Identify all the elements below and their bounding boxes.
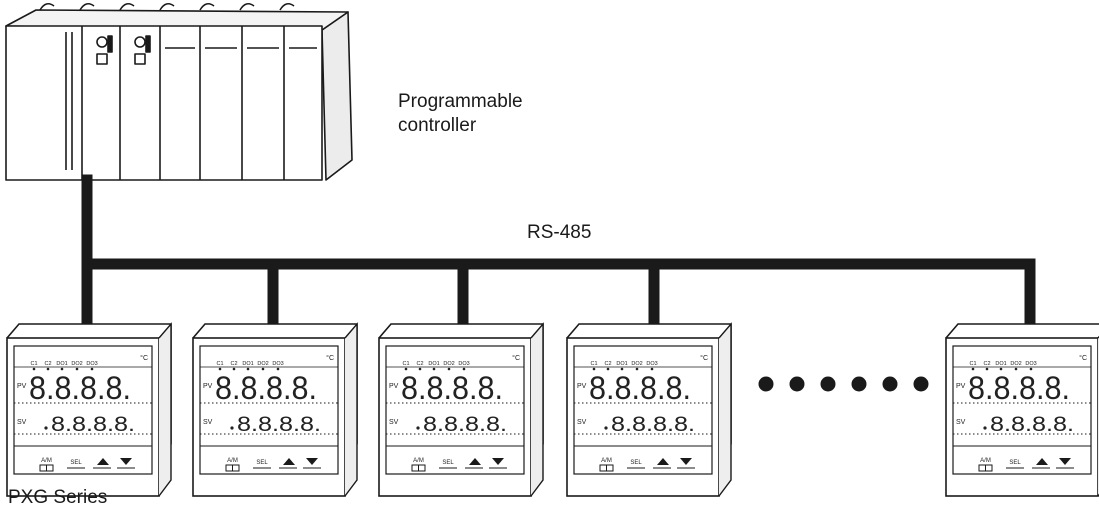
pxg-controller: °C C1 C2 DO1 DO2 DO3 PV SV 8.8.8.8. 8.8.… (378, 323, 544, 497)
svg-text:C1: C1 (402, 361, 409, 367)
svg-text:8.8.8.8.: 8.8.8.8. (611, 413, 695, 436)
svg-text:SV: SV (577, 419, 587, 426)
svg-text:PV: PV (17, 383, 27, 390)
svg-text:C2: C2 (983, 361, 990, 367)
svg-text:°C: °C (326, 354, 334, 362)
plc-label: Programmable controller (398, 90, 598, 138)
svg-text:PV: PV (203, 383, 213, 390)
rs485-bus (81, 174, 1036, 331)
svg-text:SV: SV (17, 419, 27, 426)
svg-text:8.8.8.8.: 8.8.8.8. (401, 370, 503, 406)
svg-text:C1: C1 (216, 361, 223, 367)
svg-text:DO3: DO3 (646, 361, 657, 367)
svg-text:°C: °C (700, 354, 708, 362)
svg-text:DO1: DO1 (428, 361, 439, 367)
svg-text:DO2: DO2 (443, 361, 454, 367)
svg-text:8.8.8.8.: 8.8.8.8. (968, 370, 1070, 406)
svg-text:C2: C2 (44, 361, 51, 367)
plc-label-line2: controller (398, 115, 477, 136)
ellipsis-dot (851, 376, 867, 392)
rs485-label: RS-485 (527, 222, 592, 243)
svg-text:8.8.8.8.: 8.8.8.8. (51, 413, 135, 436)
svg-text:8.8.8.8.: 8.8.8.8. (215, 370, 317, 406)
ellipsis-dot (758, 376, 774, 392)
svg-text:A/M: A/M (413, 458, 424, 464)
ellipsis-dot (820, 376, 836, 392)
svg-text:A/M: A/M (227, 458, 238, 464)
svg-text:SV: SV (389, 419, 399, 426)
pxg-controller: °C C1 C2 DO1 DO2 DO3 PV SV 8.8.8.8. 8.8.… (566, 323, 732, 497)
svg-text:SEL: SEL (256, 460, 268, 466)
svg-text:8.8.8.8.: 8.8.8.8. (589, 370, 691, 406)
svg-text:DO3: DO3 (86, 361, 97, 367)
svg-text:C2: C2 (230, 361, 237, 367)
ellipsis-dot (882, 376, 898, 392)
svg-text:8.8.8.8.: 8.8.8.8. (237, 413, 321, 436)
svg-text:SEL: SEL (1009, 460, 1021, 466)
svg-text:DO3: DO3 (458, 361, 469, 367)
svg-text:8.8.8.8.: 8.8.8.8. (29, 370, 131, 406)
svg-text:PV: PV (956, 383, 966, 390)
svg-text:PV: PV (389, 383, 399, 390)
svg-text:C2: C2 (416, 361, 423, 367)
svg-text:C1: C1 (590, 361, 597, 367)
svg-text:DO1: DO1 (56, 361, 67, 367)
svg-text:DO2: DO2 (1010, 361, 1021, 367)
svg-text:8.8.8.8.: 8.8.8.8. (423, 413, 507, 436)
svg-text:SEL: SEL (630, 460, 642, 466)
series-label: PXG Series (8, 487, 108, 508)
svg-text:DO1: DO1 (995, 361, 1006, 367)
svg-text:°C: °C (512, 354, 520, 362)
svg-text:PV: PV (577, 383, 587, 390)
ellipsis-dots (758, 376, 929, 392)
svg-text:°C: °C (1079, 354, 1087, 362)
svg-text:DO2: DO2 (71, 361, 82, 367)
plc-label-line1: Programmable (398, 91, 523, 112)
svg-text:SEL: SEL (442, 460, 454, 466)
svg-text:DO1: DO1 (242, 361, 253, 367)
svg-text:A/M: A/M (980, 458, 991, 464)
svg-text:SEL: SEL (70, 460, 82, 466)
svg-text:DO3: DO3 (272, 361, 283, 367)
svg-text:DO2: DO2 (257, 361, 268, 367)
svg-text:A/M: A/M (601, 458, 612, 464)
svg-text:DO1: DO1 (616, 361, 627, 367)
svg-text:C2: C2 (604, 361, 611, 367)
programmable-controller (5, 2, 353, 181)
svg-text:°C: °C (140, 354, 148, 362)
svg-text:C1: C1 (969, 361, 976, 367)
pxg-controller: °C C1 C2 DO1 DO2 DO3 PV SV 8.8.8.8. 8.8.… (192, 323, 358, 497)
ellipsis-dot (789, 376, 805, 392)
svg-text:SV: SV (203, 419, 213, 426)
pxg-controller: °C C1 C2 DO1 DO2 DO3 PV SV 8.8.8.8. 8.8.… (945, 323, 1099, 497)
pxg-controller: °C C1 C2 DO1 DO2 DO3 PV SV 8.8.8.8. 8.8.… (6, 323, 172, 497)
svg-text:SV: SV (956, 419, 966, 426)
svg-text:DO2: DO2 (631, 361, 642, 367)
svg-text:A/M: A/M (41, 458, 52, 464)
svg-text:DO3: DO3 (1025, 361, 1036, 367)
ellipsis-dot (913, 376, 929, 392)
svg-text:C1: C1 (30, 361, 37, 367)
svg-text:8.8.8.8.: 8.8.8.8. (990, 413, 1074, 436)
